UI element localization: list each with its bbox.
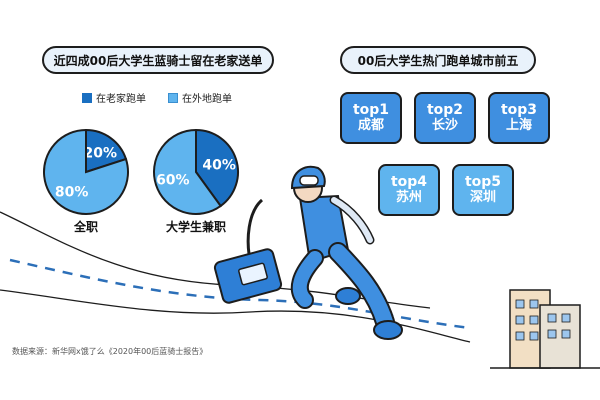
- city-rank: top2: [426, 102, 464, 119]
- rider-shoe-front: [373, 320, 403, 340]
- city-card-top1: top1 成都: [340, 92, 402, 144]
- city-name: 长沙: [431, 117, 458, 133]
- legend-swatch-home: [82, 92, 92, 103]
- city-card-top5: top5 深圳: [452, 164, 514, 216]
- city-name: 上海: [505, 117, 532, 133]
- rider-arm-fill: [331, 197, 373, 243]
- rider-leg-back-fill: [292, 251, 322, 307]
- legend-item-away: 在外地跑单: [168, 90, 232, 105]
- city-card-top3: top3 上海: [488, 92, 550, 144]
- city-card-top4: top4 苏州: [378, 164, 440, 216]
- buildings-decoration: [490, 289, 600, 369]
- delivery-bag-pocket: [238, 262, 268, 286]
- legend-swatch-away: [168, 92, 178, 103]
- pie-slice-away: [153, 128, 223, 215]
- pie-title-parttime: 大学生兼职: [165, 220, 226, 234]
- legend-item-home: 在老家跑单: [82, 90, 146, 105]
- city-rank: top3: [500, 102, 538, 119]
- rider-illustration: [213, 165, 403, 340]
- city-rank: top1: [352, 102, 390, 119]
- legend-label-home: 在老家跑单: [96, 94, 146, 105]
- city-rank: top5: [464, 174, 502, 191]
- rider-shoe-back: [335, 287, 361, 305]
- building-front: [539, 304, 581, 369]
- city-name: 成都: [357, 117, 384, 133]
- pie-data-label: 40%: [202, 157, 236, 173]
- city-name: 深圳: [469, 189, 496, 205]
- pie-slice-home: [195, 128, 239, 208]
- pie-slice-away: [43, 128, 129, 215]
- city-rank: top4: [390, 174, 428, 191]
- right-panel-title: 00后大学生热门跑单城市前五: [340, 46, 536, 74]
- city-name: 苏州: [395, 189, 422, 205]
- pie-title-fulltime: 全职: [73, 220, 98, 234]
- rider-leg-front-fill: [330, 244, 393, 330]
- left-panel-title-text: 近四成00后大学生蓝骑士留在老家送单: [53, 53, 263, 68]
- right-panel-title-text: 00后大学生热门跑单城市前五: [357, 53, 519, 68]
- rider-helmet-visor: [299, 175, 319, 186]
- legend-label-away: 在外地跑单: [182, 94, 232, 105]
- pie-data-label: 60%: [156, 173, 190, 189]
- pie-charts: 20% 80% 40% 60%: [43, 128, 239, 215]
- road-line-lower: [0, 289, 471, 343]
- left-panel-title: 近四成00后大学生蓝骑士留在老家送单: [42, 46, 274, 74]
- pie-data-label: 20%: [84, 145, 118, 161]
- city-card-top2: top2 长沙: [414, 92, 476, 144]
- road-dash: [9, 258, 471, 330]
- source-note: 数据来源：新华网x饿了么《2020年00后蓝骑士报告》: [12, 347, 208, 356]
- pie-data-label: 80%: [55, 185, 89, 201]
